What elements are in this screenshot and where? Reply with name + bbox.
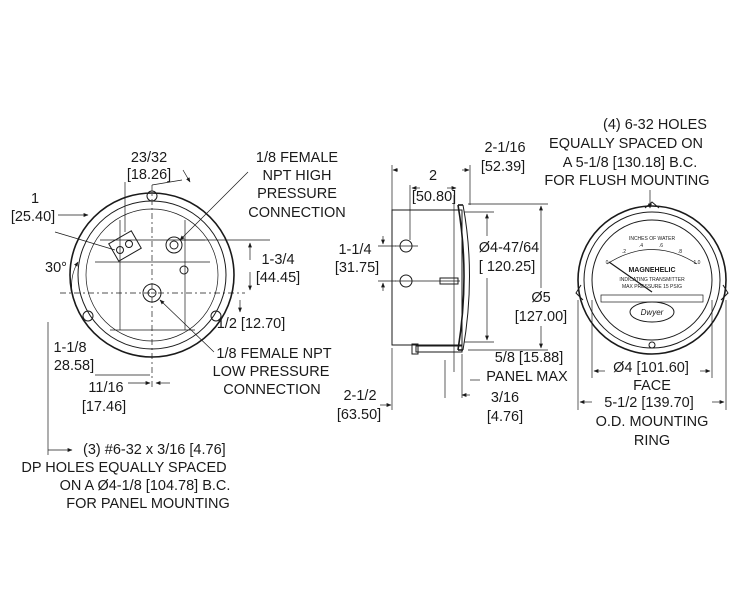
logo: Dwyer (641, 308, 664, 317)
dim-1-1-4-mm: [31.75] (335, 260, 379, 276)
dial-unit: INCHES OF WATER (629, 236, 676, 242)
low-conn-line3: CONNECTION (223, 382, 320, 398)
ring-line1: O.D. MOUNTING (596, 414, 709, 430)
low-port-bore (147, 288, 157, 298)
dim-1-1-8-mm: 28.58] (54, 358, 94, 374)
front-view: (4) 6-32 HOLES EQUALLY SPACED ON A 5-1/8… (544, 117, 729, 449)
dial-brand: MAGNEHELIC (628, 267, 675, 274)
terminal-screw (125, 240, 133, 248)
dial-needle (608, 261, 653, 293)
dim-3-16-mm: [4.76] (487, 409, 523, 425)
dim-11-16: 11/16 (88, 380, 123, 396)
scale-8: .8 (678, 249, 682, 255)
high-port (165, 236, 183, 254)
mounting-ring (577, 205, 727, 355)
side-port (179, 265, 189, 275)
front-holes-line2: EQUALLY SPACED ON (549, 136, 703, 152)
leader (151, 179, 183, 186)
scale-6: .6 (659, 243, 663, 249)
front-holes-line1: (4) 6-32 HOLES (603, 117, 707, 133)
mount-screw (415, 345, 463, 353)
high-port-bore (169, 240, 179, 250)
side-bezel (457, 204, 465, 351)
dial-arc (606, 249, 698, 265)
ring-line2: RING (634, 433, 670, 449)
panel-max: PANEL MAX (486, 369, 568, 385)
face-dim: Ø4 [101.60] (613, 360, 689, 376)
dim-4-47-64: Ø4-47/64 (479, 240, 539, 256)
high-conn-line3: PRESSURE (257, 186, 337, 202)
dim-1-1-4: 1-1/4 (338, 242, 371, 258)
dial-sub1: INDICATING TRANSMITTER (619, 277, 685, 283)
dial-band (600, 294, 704, 303)
dp-holes-line4: FOR PANEL MOUNTING (66, 496, 230, 512)
face-label: FACE (633, 378, 671, 394)
rear-boss-left (82, 310, 94, 322)
high-conn-line2: NPT HIGH (262, 168, 331, 184)
dim-11-16-mm: [17.46] (82, 399, 126, 415)
mount-stud (439, 277, 459, 285)
dim-23-32-mm: [18.26] (127, 167, 171, 183)
dp-holes-line3: ON A Ø4-1/8 [104.78] B.C. (60, 478, 231, 494)
dim-1: 1 (31, 191, 39, 207)
dim-2-mm: [50.80] (412, 189, 456, 205)
dim-1-3-4-mm: [44.45] (256, 270, 300, 286)
dim-3-16: 3/16 (491, 390, 519, 406)
dim-1-mm: [25.40] (11, 209, 55, 225)
ring-tab-left (575, 284, 584, 301)
angle-30: 30° (45, 260, 67, 276)
low-port (142, 283, 162, 303)
ext-line (54, 231, 116, 251)
ring-dim: 5-1/2 [139.70] (604, 395, 694, 411)
zero-adjust (648, 341, 656, 349)
dim-5-8: 5/8 [15.88] (495, 350, 564, 366)
mount-screw-head (411, 343, 419, 355)
terminal-block (108, 230, 142, 262)
terminal-screw (116, 246, 124, 254)
high-conn-line4: CONNECTION (248, 205, 345, 221)
ring-tab-right (720, 284, 729, 301)
dim-23-32: 23/32 (131, 150, 167, 166)
dim-1-3-4: 1-3/4 (261, 252, 294, 268)
rear-boss-right (210, 310, 222, 322)
dim-1-1-8: 1-1/8 (53, 340, 86, 356)
dim-2-1-16-mm: [52.39] (481, 159, 525, 175)
dim-2-1-2-mm: [63.50] (337, 407, 381, 423)
leader (179, 171, 249, 241)
low-conn-line1: 1/8 FEMALE NPT (216, 346, 331, 362)
high-conn-line1: 1/8 FEMALE (256, 150, 339, 166)
front-holes-line4: FOR FLUSH MOUNTING (544, 173, 709, 189)
dim-2: 2 (429, 168, 437, 184)
scale-4: .4 (639, 243, 643, 249)
dial-face (591, 219, 713, 341)
scale-0: 0 (606, 260, 609, 266)
dim-2-1-16: 2-1/16 (484, 140, 525, 156)
side-case (391, 209, 463, 346)
side-view: 2 [50.80] 2-1/16 [52.39] 1-1/4 [31.75] Ø… (335, 140, 568, 425)
dial-sub2: MAX PRESSURE 15 PSIG (622, 284, 682, 290)
scale-10: 1.0 (694, 260, 701, 266)
dim-5: Ø5 (531, 290, 550, 306)
dim-2-1-2: 2-1/2 (343, 388, 376, 404)
low-conn-line2: LOW PRESSURE (213, 364, 330, 380)
side-bezel-outer (462, 204, 470, 351)
dim-4-47-64-mm: [ 120.25] (479, 259, 535, 275)
dp-holes-line2: DP HOLES EQUALLY SPACED (21, 460, 226, 476)
logo-badge (629, 301, 675, 323)
dp-holes-line1: (3) #6-32 x 3/16 [4.76] (83, 442, 226, 458)
scale-2: .2 (622, 249, 626, 255)
leader (182, 169, 191, 183)
dim-1-2: 1/2 [12.70] (217, 316, 286, 332)
ring-tab-top (644, 201, 660, 209)
dim-5-mm: [127.00] (515, 309, 567, 325)
rear-view: 23/32 [18.26] 1 [25.40] 30° 1/8 FEMALE N… (11, 150, 346, 512)
front-holes-line3: A 5-1/8 [130.18] B.C. (563, 155, 698, 171)
leader (159, 299, 215, 353)
angle-arc (71, 261, 79, 293)
